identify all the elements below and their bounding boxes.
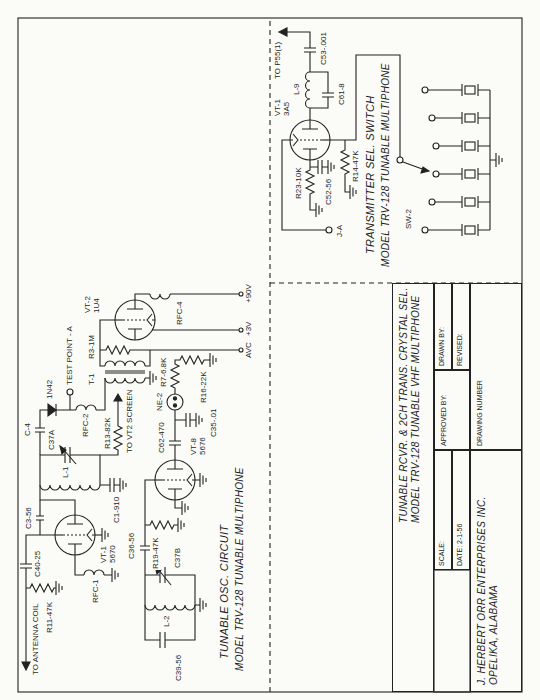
part-label: RFC-1 — [92, 578, 101, 604]
coil-symbol — [40, 485, 100, 490]
part-label: R3-1M — [88, 334, 97, 360]
part-label: C53-.001 — [320, 31, 329, 66]
title-block-cell: TUNABLE RCVR. & 2CH TRANS. CRYSTAL SEL. … — [392, 283, 434, 692]
part-label: R11-47K — [46, 601, 55, 634]
coil-symbol — [84, 570, 104, 575]
sheet-frame — [18, 18, 522, 692]
part-label: R23-10K — [295, 166, 304, 200]
crystal-body — [465, 86, 475, 94]
part-label: VT-1 — [274, 98, 283, 117]
part-label: C37B — [174, 547, 183, 569]
part-label: RFC-2 — [82, 412, 91, 438]
title-block-cell: DRAWING NUMBER — [470, 283, 522, 450]
crystal-body — [465, 198, 475, 206]
part-label: TO VT2 SCREEN — [126, 389, 135, 454]
part-label: VT-1 — [100, 545, 109, 564]
part-label: 5670 — [109, 544, 118, 564]
part-label: TEST POINT - A — [66, 325, 75, 386]
part-label: SW-2 — [405, 208, 414, 230]
circuit-caption: MODEL TRV-128 TUNABLE MULTIPHONE — [234, 466, 245, 672]
crystal-symbol — [439, 168, 490, 180]
title-block-text: TUNABLE RCVR. & 2CH TRANS. CRYSTAL SEL. … — [393, 284, 423, 691]
part-label: C39-56 — [175, 654, 184, 682]
part-label: 3A5 — [283, 101, 292, 117]
title-block-text: J. HERBERT ORR ENTERPRISES INC. OPELIKA,… — [471, 451, 501, 691]
crystal-symbol — [428, 224, 490, 236]
part-label: TO P55(1) — [274, 41, 283, 80]
part-label: TO ANTENNA COIL — [32, 603, 41, 676]
crystal-symbol — [428, 84, 490, 96]
part-label: R14-47K — [352, 149, 361, 183]
part-label: C52-56 — [325, 178, 334, 206]
switch-contact — [433, 171, 439, 177]
part-label: VT-8 — [190, 437, 199, 456]
crystal-body — [465, 114, 475, 122]
crystal-symbol — [439, 140, 490, 152]
title-block-cell: J. HERBERT ORR ENTERPRISES INC. OPELIKA,… — [470, 450, 522, 692]
crystal-body — [465, 142, 475, 150]
part-label: C36-56 — [128, 532, 137, 560]
title-block-text: DRAWN BY: — [435, 284, 448, 369]
part-label: L-2 — [163, 614, 172, 628]
part-label: 1U4 — [93, 297, 102, 314]
part-label: L-1 — [62, 465, 71, 479]
part-label: +90V — [245, 283, 254, 304]
oscillator-circuit — [20, 292, 243, 670]
part-label: C1-910 — [113, 496, 122, 524]
part-label: 1N42 — [46, 379, 55, 400]
part-label: C3-56 — [25, 506, 34, 530]
part-label: C40-25 — [34, 550, 43, 578]
switch-contact — [429, 115, 435, 121]
title-block-cell: REVISED: — [452, 283, 470, 370]
part-label: AVC — [245, 341, 254, 359]
part-label: R16-22K — [200, 370, 209, 404]
circuit-caption: TUNABLE OSC. CIRCUIT — [218, 524, 230, 660]
switch-contact — [422, 227, 428, 233]
part-label: R7-6.8K — [160, 357, 169, 388]
part-label: C37A — [48, 429, 57, 451]
coil-symbol — [145, 605, 195, 610]
part-label: R19-47K — [152, 536, 161, 570]
title-block-cell: DATE: 2-1-56 — [452, 450, 470, 570]
title-block-text: DRAWING NUMBER — [471, 284, 486, 449]
part-label: RFC-4 — [176, 300, 185, 326]
switch-contact — [422, 87, 428, 93]
part-label: L-9 — [293, 82, 302, 96]
coil-symbol — [105, 361, 145, 366]
part-label: +3V — [245, 321, 254, 337]
crystal-symbol — [435, 112, 490, 124]
title-block-text: APPROVED BY: — [435, 371, 450, 449]
crystal-body — [465, 170, 475, 178]
part-label: C35-.01 — [210, 408, 219, 438]
part-label: 5676 — [199, 436, 208, 456]
coil-symbol — [150, 294, 170, 299]
part-label: NE-2 — [156, 392, 165, 412]
crystal-body — [465, 226, 475, 234]
title-block-cell: DRAWN BY: — [434, 283, 452, 370]
part-label: T-1 — [88, 372, 97, 386]
part-label: R13-82K — [104, 416, 113, 450]
coil-symbol — [105, 378, 145, 383]
title-block-cell: APPROVED BY: — [434, 370, 470, 450]
title-block-text: DATE: 2-1-56 — [453, 451, 466, 569]
switch-contact — [433, 143, 439, 149]
crystal-symbol — [435, 196, 490, 208]
part-label: VT-2 — [84, 295, 93, 314]
circuit-caption: MODEL TRV-128 TUNABLE MULTIPHONE — [380, 62, 391, 268]
circuit-caption: TRANSMITTER SEL. SWITCH — [364, 95, 376, 255]
title-block-text: SCALE: — [435, 451, 448, 569]
title-block-cell: SCALE: — [434, 450, 452, 570]
part-label: C61-8 — [338, 82, 347, 106]
crystal-bank — [422, 84, 490, 236]
part-label: C62-470 — [158, 421, 167, 454]
title-block-text: REVISED: — [453, 284, 466, 369]
part-label: J-A — [336, 224, 345, 238]
part-label: C-4 — [24, 422, 33, 437]
switch-contact — [429, 199, 435, 205]
coil-symbol — [76, 405, 96, 410]
coil-symbol — [306, 72, 310, 108]
